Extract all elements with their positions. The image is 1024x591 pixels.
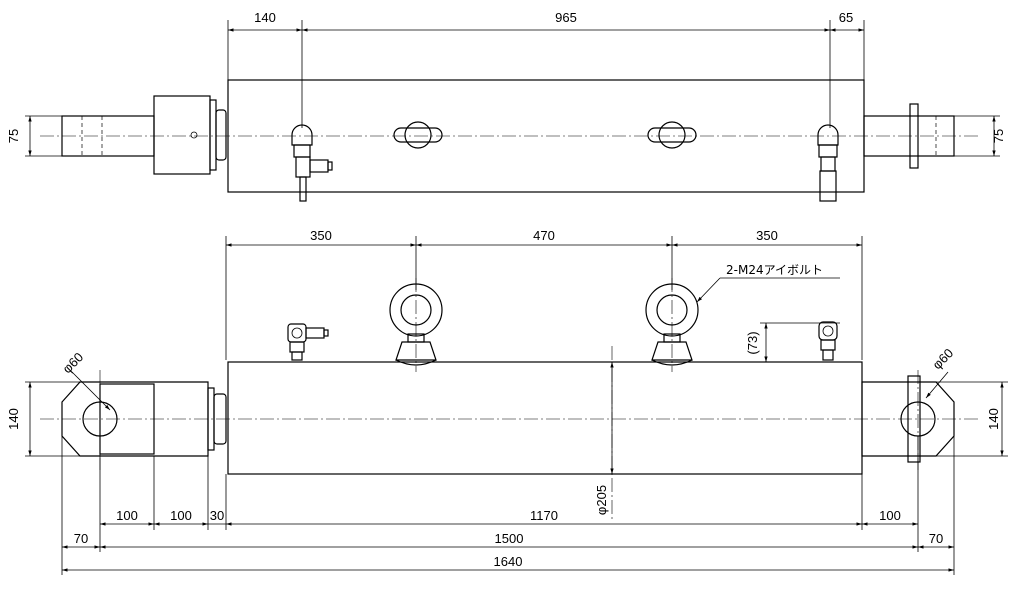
dim-hole-right: φ60 (929, 345, 956, 372)
front-view: 350 470 350 2-M24アイボルト (6, 228, 1008, 575)
dim-row2-70-left: 70 (74, 531, 88, 546)
dim-bottom-100-b: 100 (170, 508, 192, 523)
front-cylinder-body (227, 361, 863, 475)
dim-bottom-100-a: 100 (116, 508, 138, 523)
dim-row2-1500: 1500 (495, 531, 524, 546)
eyebolt-top-left (393, 121, 443, 149)
dim-top-140: 140 (254, 10, 276, 25)
port-fitting-top-left (291, 124, 333, 202)
dim-hole-left: φ60 (59, 349, 86, 376)
dim-front-73: (73) (745, 331, 760, 354)
dim-bottom-1170: 1170 (530, 508, 558, 523)
dim-total-1640: 1640 (494, 554, 523, 569)
dim-front-350-left: 350 (310, 228, 332, 243)
left-clevis-block (153, 95, 211, 175)
dim-bottom-100-c: 100 (879, 508, 901, 523)
dim-top-left-75: 75 (6, 129, 21, 143)
dim-front-right-140: 140 (986, 408, 1001, 430)
dim-front-350-right: 350 (756, 228, 778, 243)
dim-row2-70-right: 70 (929, 531, 943, 546)
port-fitting-top-right (817, 124, 839, 202)
port-fitting-front-left (287, 323, 329, 361)
dim-body-diameter: φ205 (594, 485, 609, 515)
eyebolt-top-right (647, 121, 697, 149)
dim-front-470: 470 (533, 228, 555, 243)
dim-top-right-75: 75 (991, 129, 1006, 143)
eyebolt-note: 2-M24アイボルト (726, 263, 823, 277)
dim-front-left-140: 140 (6, 408, 21, 430)
dim-top-965: 965 (555, 10, 577, 25)
top-view: 140 965 65 75 75 (6, 10, 1006, 202)
dim-bottom-30: 30 (210, 508, 224, 523)
port-fitting-front-right (818, 321, 838, 361)
dim-top-65: 65 (839, 10, 853, 25)
